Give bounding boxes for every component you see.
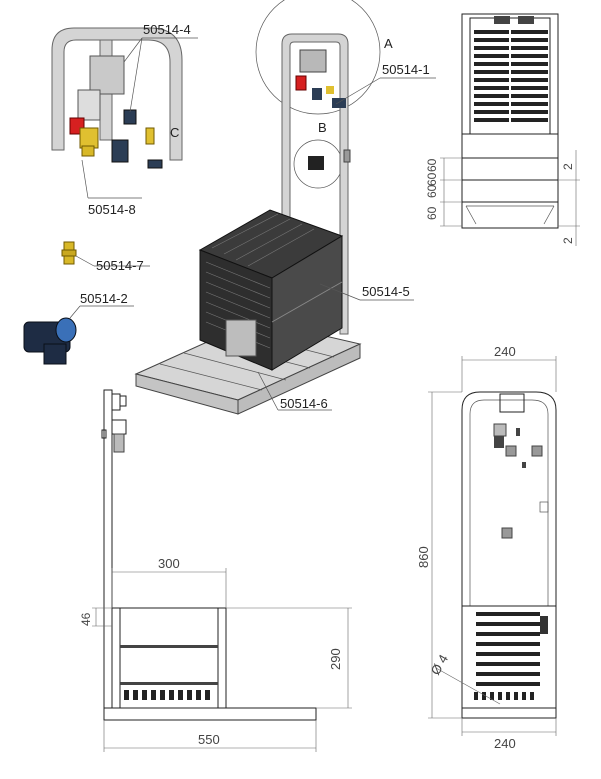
dim-diameter: Ø 4 <box>428 652 451 678</box>
side-grill-teeth <box>124 690 210 700</box>
side-dimensions: 60 60 60 60 2 2 <box>425 150 580 246</box>
callout-50514-4: 50514-4 <box>143 22 191 37</box>
part-50514-2-valve <box>23 317 77 365</box>
dim-bottom-width: 240 <box>494 736 516 751</box>
callout-50514-1: 50514-1 <box>382 62 430 77</box>
dim-side-v1: 60 <box>425 158 439 172</box>
dim-front-width: 300 <box>158 556 180 571</box>
front-view-bottom-right: 240 860 Ø 4 240 <box>416 344 557 751</box>
front-grill-bottom-right <box>476 612 540 686</box>
dim-height: 860 <box>416 546 431 568</box>
detail-c-letter: C <box>170 125 179 140</box>
dim-front-height: 290 <box>328 648 343 670</box>
part-50514-7-fitting <box>61 241 77 265</box>
dim-side-r2: 2 <box>561 237 575 244</box>
dim-side-v2: 60 <box>425 184 439 198</box>
callout-50514-8: 50514-8 <box>88 202 136 217</box>
dim-side-v3: 60 <box>425 206 439 220</box>
dim-top-width: 240 <box>494 344 516 359</box>
dim-side-v4: 60 <box>425 172 439 186</box>
dim-side-r1: 2 <box>561 163 575 170</box>
detail-a-letter: A <box>384 36 393 51</box>
front-view-top-right <box>461 13 559 229</box>
front-grill-teeth <box>474 692 534 700</box>
callout-50514-5: 50514-5 <box>362 284 410 299</box>
callout-50514-7: 50514-7 <box>96 258 144 273</box>
dim-base-length: 550 <box>198 732 220 747</box>
callout-50514-2: 50514-2 <box>80 291 128 306</box>
callout-50514-6: 50514-6 <box>280 396 328 411</box>
dim-front-offset: 46 <box>79 612 93 626</box>
side-view-bottom-left: 300 46 290 550 <box>79 389 352 752</box>
detail-c-plumbing: C <box>51 27 183 169</box>
detail-b-letter: B <box>318 120 327 135</box>
isometric-assembly: A B <box>134 0 393 415</box>
